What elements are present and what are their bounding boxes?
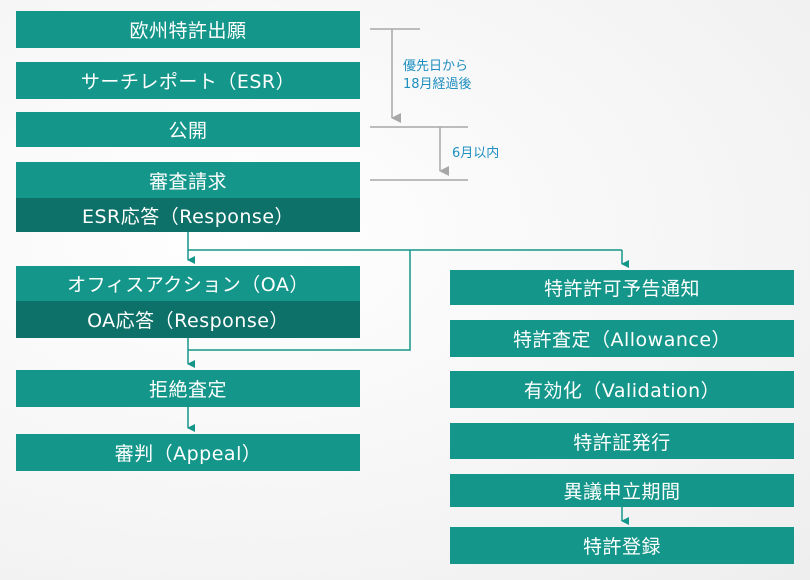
search-report-box: サーチレポート（ESR）: [16, 62, 360, 99]
allowance-box: 特許査定（Allowance）: [450, 320, 794, 357]
registration-box: 特許登録: [450, 527, 794, 564]
priority-annotation-line2: 18月経過後: [403, 77, 472, 92]
oa-response-box: OA応答（Response）: [16, 301, 360, 338]
validation-box: 有効化（Validation）: [450, 371, 794, 408]
office-action-box: オフィスアクション（OA）: [16, 266, 360, 301]
priority-annotation-line1: 優先日から: [403, 59, 469, 74]
intention-to-grant-box: 特許許可予告通知: [450, 270, 794, 305]
certificate-box: 特許証発行: [450, 423, 794, 459]
rejection-box: 拒絶査定: [16, 370, 360, 407]
publication-box: 公開: [16, 112, 360, 147]
filing-box: 欧州特許出願: [16, 11, 360, 48]
exam-request-box: 審査請求: [16, 162, 360, 198]
opposition-box: 異議申立期間: [450, 474, 794, 507]
connector-oa-loop: [188, 250, 411, 351]
priority-annotation: 優先日から 18月経過後: [403, 58, 472, 94]
esr-response-box: ESR応答（Response）: [16, 198, 360, 232]
six-months-annotation: 6月以内: [452, 146, 500, 161]
appeal-box: 審判（Appeal）: [16, 434, 360, 471]
